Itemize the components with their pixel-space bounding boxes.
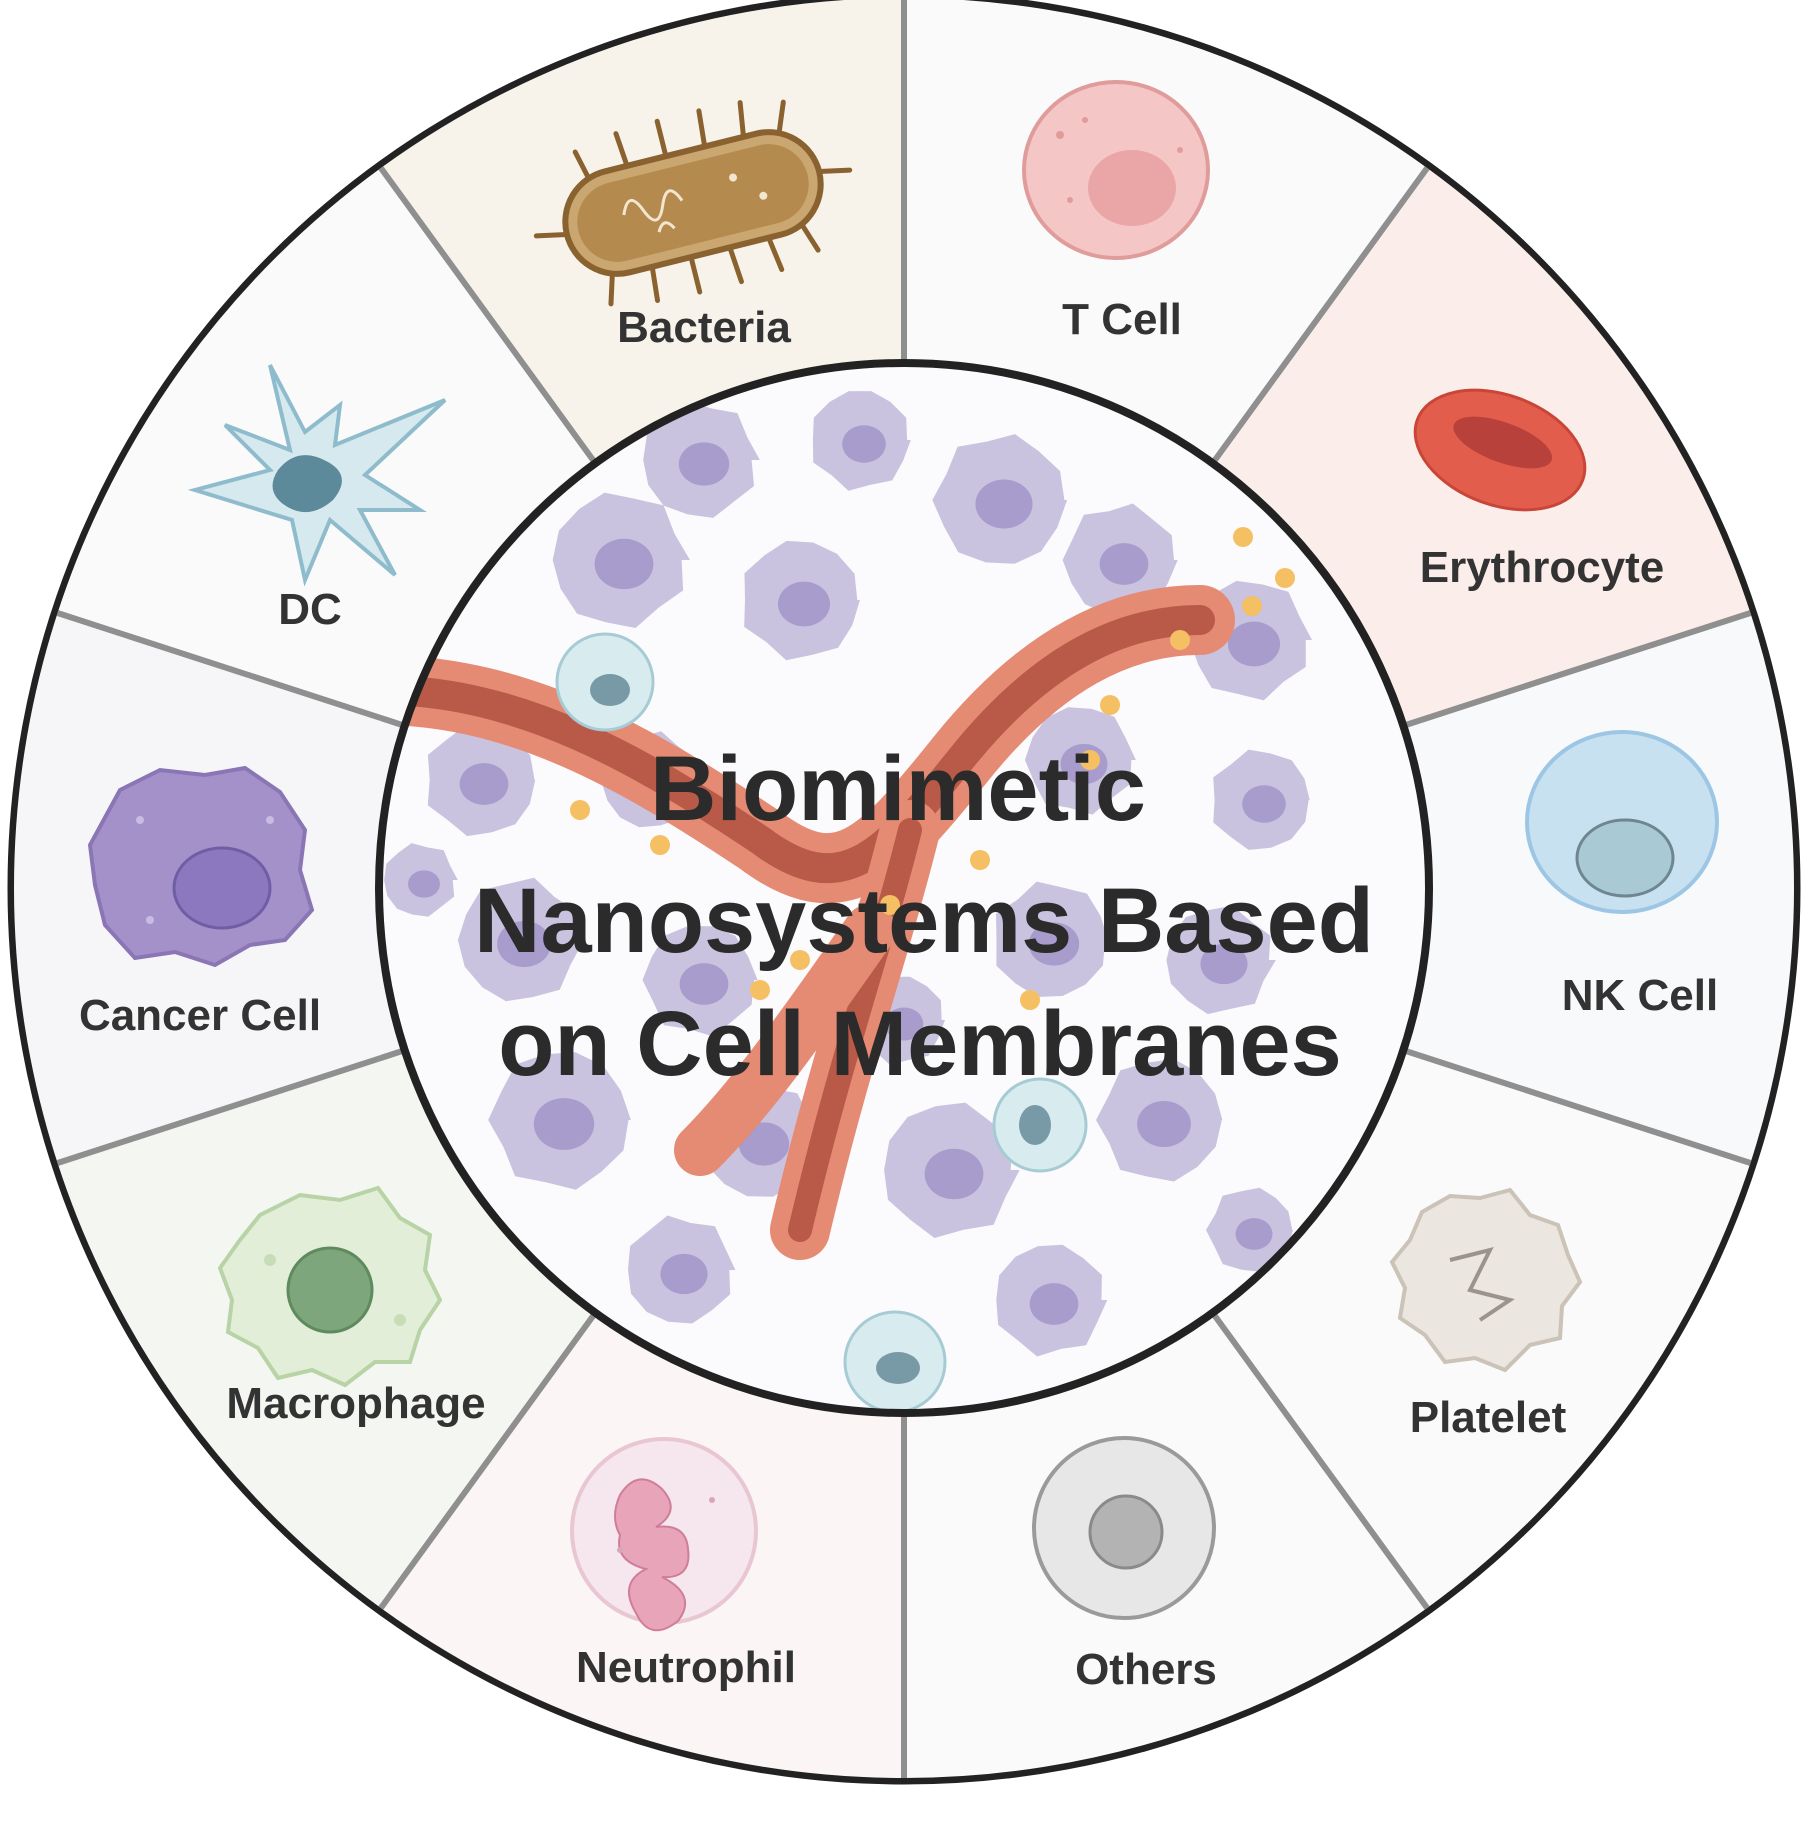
nanoparticle [1020, 990, 1040, 1010]
label-dc: DC [278, 585, 342, 634]
label-macrophage: Macrophage [226, 1379, 485, 1428]
label-t-cell: T Cell [1062, 295, 1182, 344]
label-cancer-cell: Cancer Cell [79, 991, 321, 1040]
inner-circle-border [375, 359, 1433, 1417]
tumor-cell [427, 724, 536, 837]
tumor-cell [996, 1244, 1108, 1357]
tumor-cell [457, 877, 584, 1002]
macrophage-icon [217, 1185, 443, 1388]
nanoparticle [1170, 630, 1190, 650]
blood-vessel [379, 585, 1235, 1260]
divider-5 [1211, 1313, 1430, 1610]
t-cell-icon [1022, 80, 1210, 260]
cancer-cell-icon [87, 765, 315, 968]
label-neutrophil: Neutrophil [576, 1643, 796, 1692]
tumor-cell [1062, 503, 1178, 615]
dc-icon [187, 364, 447, 587]
title-line-3: on Cell Membranes [498, 993, 1342, 1095]
divider-3 [1405, 610, 1752, 728]
tumor-cell [932, 434, 1068, 564]
divider-2 [1211, 166, 1430, 463]
tumor-cell [642, 926, 758, 1037]
nanoparticles [570, 527, 1295, 1010]
nanoparticle [1242, 596, 1262, 616]
erythrocyte-icon [1413, 388, 1587, 512]
label-nk-cell: NK Cell [1562, 971, 1718, 1020]
nanoparticle [970, 850, 990, 870]
divider-9 [56, 610, 403, 728]
title-line-1: Biomimetic [650, 738, 1146, 840]
tumor-cell [884, 1102, 1020, 1238]
title-line-2: Nanosystems Based [474, 870, 1374, 972]
tumor-cell [1206, 1187, 1293, 1272]
tumor-microenvironment [379, 391, 1312, 1413]
divider-8 [56, 1048, 403, 1166]
center-title: Biomimetic Nanosystems Based on Cell Mem… [474, 738, 1374, 1095]
inner-immune-cell [843, 1310, 947, 1413]
nanoparticle [1100, 695, 1120, 715]
tumor-cell [812, 391, 911, 491]
inner-dc-cell [555, 632, 655, 732]
nanoparticle [750, 980, 770, 1000]
nanoparticle [1233, 527, 1253, 547]
divider-0 [378, 166, 597, 463]
divider-7 [378, 1313, 597, 1610]
others-icon [1032, 1436, 1216, 1620]
label-erythrocyte: Erythrocyte [1420, 543, 1665, 592]
segment-dividers [56, 0, 1752, 1778]
nanoparticle [650, 835, 670, 855]
label-bacteria: Bacteria [617, 303, 791, 352]
divider-4 [1405, 1048, 1752, 1166]
tumor-cell [1096, 1059, 1223, 1182]
label-platelet: Platelet [1410, 1393, 1567, 1442]
nk-cell-icon [1525, 730, 1719, 914]
tumor-cell [552, 492, 690, 628]
bacteria-icon [533, 99, 853, 307]
tumor-cell [628, 1215, 736, 1324]
tumor-cell [744, 540, 860, 661]
tumor-cell [1166, 905, 1276, 1015]
tumor-cell [1213, 749, 1310, 850]
tumor-cell [643, 401, 760, 518]
inner-macrophage-cell [992, 1077, 1088, 1173]
neutrophil-icon [570, 1437, 758, 1632]
tumor-cell [996, 881, 1109, 997]
nanoparticle [1275, 568, 1295, 588]
nanoparticle [790, 950, 810, 970]
label-others: Others [1075, 1645, 1217, 1694]
platelet-icon [1389, 1187, 1583, 1373]
tumor-cell [384, 843, 458, 917]
nanoparticle [570, 800, 590, 820]
nanoparticle [1080, 750, 1100, 770]
nanoparticle [880, 895, 900, 915]
tumor-cell [488, 1052, 631, 1190]
